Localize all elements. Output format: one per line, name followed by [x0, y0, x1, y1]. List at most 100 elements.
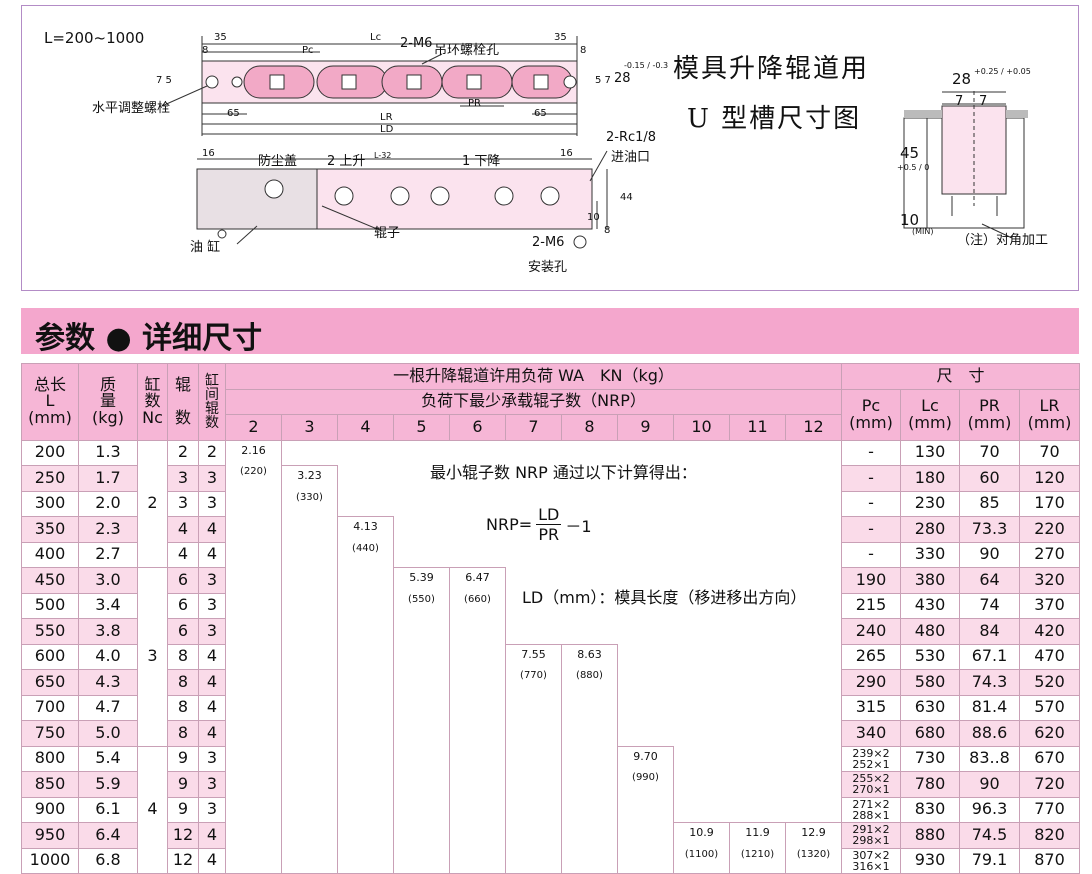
cell-cyl-gap: 4: [198, 694, 226, 721]
groove-min: (MIN): [912, 227, 934, 236]
dim-2m6-bottom: 2-M6: [532, 235, 565, 250]
dim-65-right: 65: [534, 108, 547, 119]
load-value: 10.9(1100): [674, 823, 729, 865]
header-lr-label: LR: [1039, 395, 1060, 415]
cell-length: 400: [21, 541, 79, 568]
cell-length: 500: [21, 592, 79, 619]
dim-16-right: 16: [560, 148, 573, 159]
header-lr-unit: (mm): [1027, 412, 1072, 432]
load-value: 8.63(880): [562, 645, 617, 687]
header-roller-count-7: 7: [505, 414, 562, 441]
groove-width-tolerance: +0.25 / +0.05: [974, 67, 1031, 76]
formula-lhs: NRP=: [486, 515, 533, 534]
oil-inlet-label: 进油口: [611, 150, 651, 165]
dim-8-bottom: 8: [604, 225, 611, 236]
pc-value-1: 307×2: [852, 848, 890, 862]
formula-numerator: LD: [536, 505, 562, 525]
cell-lc: 830: [900, 796, 960, 823]
header-lc: Lc(mm): [900, 388, 960, 441]
load-kg: (770): [520, 670, 547, 682]
cell-length: 450: [21, 567, 79, 594]
blank-cell: [674, 440, 730, 823]
cell-cyl-gap: 3: [198, 618, 226, 645]
cell-cyl-gap: 3: [198, 490, 226, 517]
header-roller-count-5: 5: [393, 414, 450, 441]
dim-35-left: 35: [214, 32, 227, 43]
cell-mass: 1.3: [78, 439, 138, 466]
header-count: 数: [174, 408, 191, 428]
load-kg: (440): [352, 542, 379, 554]
cell-pr: 83..8: [959, 745, 1020, 772]
load-value: 11.9(1210): [730, 823, 785, 865]
cell-lr: 220: [1018, 516, 1081, 543]
load-kg: (1210): [740, 848, 775, 860]
load-kn: 5.39: [409, 571, 434, 584]
load-cell: 4.13 (440): [337, 516, 394, 874]
cell-roller-count: 8: [167, 643, 199, 670]
cell-cyl-gap: 3: [198, 592, 226, 619]
cell-pr: 90: [959, 541, 1020, 568]
cell-lr: 820: [1018, 822, 1081, 849]
cell-cyl-gap: 3: [198, 567, 226, 594]
load-kn: 4.13: [353, 520, 378, 533]
cell-pr: 73.3: [959, 516, 1020, 543]
cell-pc: 265: [841, 643, 901, 670]
cell-pc: -: [841, 465, 901, 492]
dim-35-right: 35: [554, 32, 567, 43]
pc-value-1: 255×2: [852, 772, 890, 786]
groove-width-28: 28: [952, 70, 972, 88]
header-roller-count-3: 3: [281, 414, 338, 441]
pc-value-1: 291×2: [852, 823, 890, 837]
load-cell: 8.63(880): [561, 643, 618, 874]
load-value: 2.16 (220): [226, 441, 281, 483]
groove-7-right: 7: [979, 94, 988, 109]
cell-length: 1000: [21, 847, 79, 874]
cell-roller-count: 3: [167, 490, 199, 517]
load-cell: 5.39(550): [393, 567, 450, 874]
header-roller-count-4: 4: [337, 414, 394, 441]
cell-cyl-gap: 3: [198, 796, 226, 823]
cell-mass: 5.0: [78, 720, 138, 747]
dim-44: 44: [620, 192, 633, 203]
header-lc-label: Lc: [921, 395, 939, 415]
dim-5-7: 5 7: [595, 75, 611, 86]
pc-value-2: 252×1: [852, 757, 890, 771]
header-roller-count-9: 9: [617, 414, 674, 441]
header-mass: 质 量(kg): [78, 363, 138, 441]
cell-lr: 520: [1018, 669, 1081, 696]
cell-pr: 96.3: [959, 796, 1020, 823]
cell-mass: 4.7: [78, 694, 138, 721]
load-cell: 10.9(1100): [673, 822, 730, 874]
cell-cyl-gap: 3: [198, 771, 226, 798]
cell-pr: 74.5: [959, 822, 1020, 849]
cell-lc: 730: [900, 745, 960, 772]
dim-8-left: 8: [202, 45, 209, 56]
load-kn: 7.55: [521, 647, 546, 661]
load-kn: 9.70: [633, 749, 658, 763]
load-cell: 12.9(1320): [785, 822, 842, 874]
down-label: 1 下降: [462, 154, 501, 169]
cell-lr: 70: [1018, 439, 1081, 466]
load-kg: (220): [240, 466, 267, 478]
header-mm: (mm): [28, 408, 72, 428]
lifting-hole-label: 吊环螺栓孔: [434, 43, 500, 58]
load-value: 12.9(1320): [786, 823, 841, 865]
dim-10: 10: [587, 212, 600, 223]
load-kn: 2.16: [241, 443, 266, 457]
cell-lc: 880: [900, 822, 960, 849]
load-kn: 10.9: [689, 826, 714, 839]
header-cyl-gap: 缸 间 辊 数: [198, 363, 226, 441]
cell-length: 550: [21, 618, 79, 645]
cell-lc: 430: [900, 592, 960, 619]
header-pc: Pc(mm): [841, 388, 901, 441]
header-pr-label: PR: [979, 395, 1000, 415]
